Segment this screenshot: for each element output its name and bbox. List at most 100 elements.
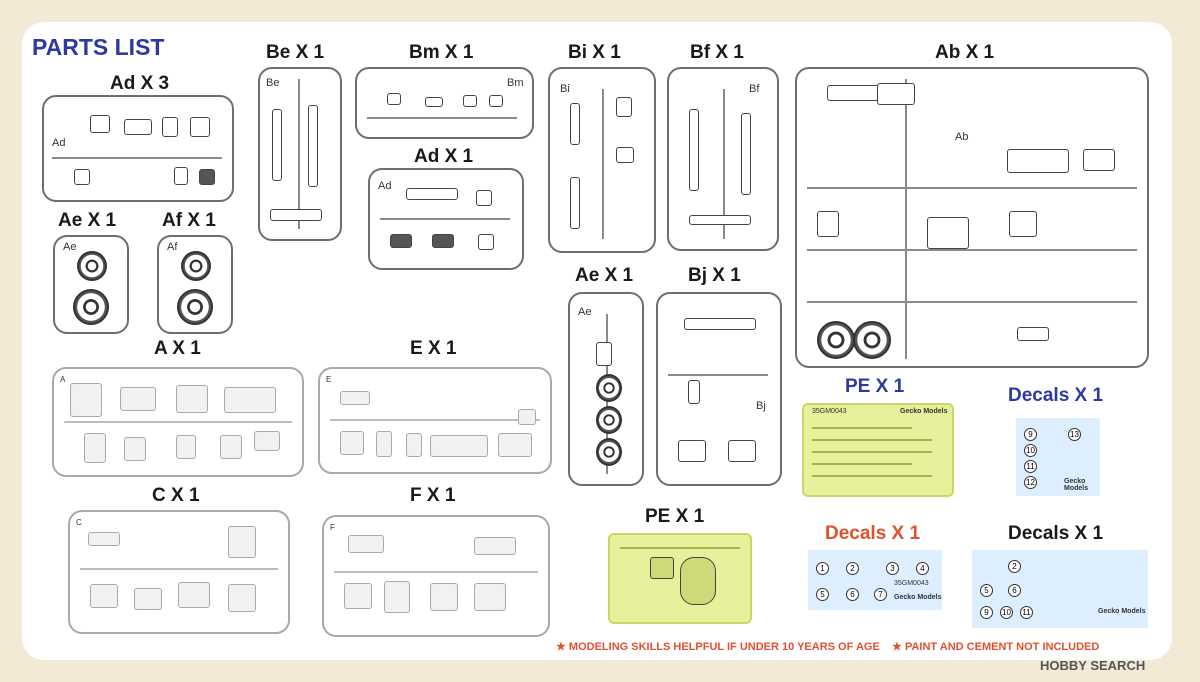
part xyxy=(120,387,156,411)
decal-marking: 2 xyxy=(846,562,859,575)
label-ab: Ab X 1 xyxy=(935,42,995,63)
part xyxy=(190,117,210,137)
pe-fret xyxy=(812,475,932,477)
label-decals-red: Decals X 1 xyxy=(825,523,921,544)
sprue-ae-left: Ae xyxy=(53,235,129,334)
part xyxy=(174,167,188,185)
part xyxy=(272,109,282,181)
part xyxy=(817,211,839,237)
sprue-code-f: F xyxy=(330,523,335,532)
pe-fret xyxy=(620,547,740,549)
part xyxy=(1017,327,1049,341)
pe-sheet-2 xyxy=(608,533,752,624)
label-f: F X 1 xyxy=(410,485,456,506)
sprue-runner xyxy=(723,89,725,239)
sprue-runner xyxy=(807,249,1137,251)
label-be: Be X 1 xyxy=(266,42,325,63)
wheel-part xyxy=(596,406,622,434)
part xyxy=(228,526,256,558)
part xyxy=(344,583,372,609)
part xyxy=(463,95,477,107)
decal-brand-red: Gecko Models xyxy=(894,594,942,601)
pe-fret xyxy=(812,451,932,453)
footer-note-paint: ★ PAINT AND CEMENT NOT INCLUDED xyxy=(892,641,1100,653)
wheel-part xyxy=(853,321,891,359)
decal-marking: 5 xyxy=(980,584,993,597)
decal-marking: 9 xyxy=(980,606,993,619)
pe-fret xyxy=(812,463,912,465)
part xyxy=(596,342,612,366)
decal-marking: 13 xyxy=(1068,428,1081,441)
sprue-code-bi: Bi xyxy=(560,83,570,95)
wheel-part xyxy=(817,321,855,359)
label-bi: Bi X 1 xyxy=(568,42,621,63)
sprue-code-ad-small: Ad xyxy=(378,180,392,192)
part xyxy=(927,217,969,249)
decal-marking: 12 xyxy=(1024,476,1037,489)
part xyxy=(387,93,401,105)
sprue-code-bf: Bf xyxy=(749,83,760,95)
label-pe-2: PE X 1 xyxy=(645,506,705,527)
part xyxy=(390,234,412,248)
part xyxy=(616,97,632,117)
sprue-runner xyxy=(905,79,907,359)
wheel-part xyxy=(596,438,622,466)
wheel-part xyxy=(181,251,211,281)
label-decals-blue: Decals X 1 xyxy=(1008,385,1104,406)
wheel-part xyxy=(177,289,213,325)
part xyxy=(406,433,422,457)
part xyxy=(340,391,370,405)
sprue-code-af: Af xyxy=(167,241,178,253)
label-bf: Bf X 1 xyxy=(690,42,744,63)
decal-marking: 1 xyxy=(816,562,829,575)
decal-marking: 6 xyxy=(1008,584,1021,597)
decal-marking: 6 xyxy=(846,588,859,601)
part xyxy=(1009,211,1037,237)
part xyxy=(178,582,210,608)
part xyxy=(84,433,106,463)
page-title: PARTS LIST xyxy=(32,34,165,60)
label-pe-1: PE X 1 xyxy=(845,376,905,397)
watermark: HOBBY SEARCH xyxy=(1040,658,1146,673)
part xyxy=(124,119,152,135)
part xyxy=(474,583,506,611)
decal-marking: 11 xyxy=(1020,606,1033,619)
decal-marking: 5 xyxy=(816,588,829,601)
pe-fret xyxy=(812,439,932,441)
part xyxy=(741,113,751,195)
decal-sheet-blue: 9 13 10 11 12 Gecko Models xyxy=(1016,418,1100,496)
label-a: A X 1 xyxy=(154,338,201,359)
sprue-runner xyxy=(80,568,278,570)
decal-marking: 4 xyxy=(916,562,929,575)
sprue-code-a: A xyxy=(60,375,66,384)
decal-sheet-red: 1 2 3 4 5 6 7 35GM0043 Gecko Models xyxy=(808,550,942,610)
part xyxy=(684,318,756,330)
part xyxy=(124,437,146,461)
pe-code-1: 35GM0043 xyxy=(812,408,847,415)
part xyxy=(877,83,915,105)
part xyxy=(688,380,700,404)
label-ad-x1: Ad X 1 xyxy=(414,146,474,167)
sprue-runner xyxy=(64,421,292,423)
decal-marking: 11 xyxy=(1024,460,1037,473)
decal-marking: 10 xyxy=(1000,606,1013,619)
sprue-af: Af xyxy=(157,235,233,334)
sprue-bf: Bf xyxy=(667,67,779,251)
part xyxy=(406,188,458,200)
part xyxy=(432,234,454,248)
label-ad-x3: Ad X 3 xyxy=(110,73,170,94)
decal-sheet-black: 2 5 6 9 10 11 Gecko Models xyxy=(972,550,1148,628)
footer-note-age: ★ MODELING SKILLS HELPFUL IF UNDER 10 YE… xyxy=(556,641,880,653)
sprue-runner xyxy=(668,374,768,376)
part xyxy=(162,117,178,137)
part xyxy=(270,209,322,221)
sprue-ae-right: Ae xyxy=(568,292,644,486)
sprue-runner xyxy=(807,301,1137,303)
part xyxy=(228,584,256,612)
sprue-code-ad: Ad xyxy=(52,137,66,149)
part xyxy=(689,215,751,225)
wheel-part xyxy=(596,374,622,402)
decal-marking: 3 xyxy=(886,562,899,575)
sprue-runner xyxy=(334,571,538,573)
decal-marking: 9 xyxy=(1024,428,1037,441)
